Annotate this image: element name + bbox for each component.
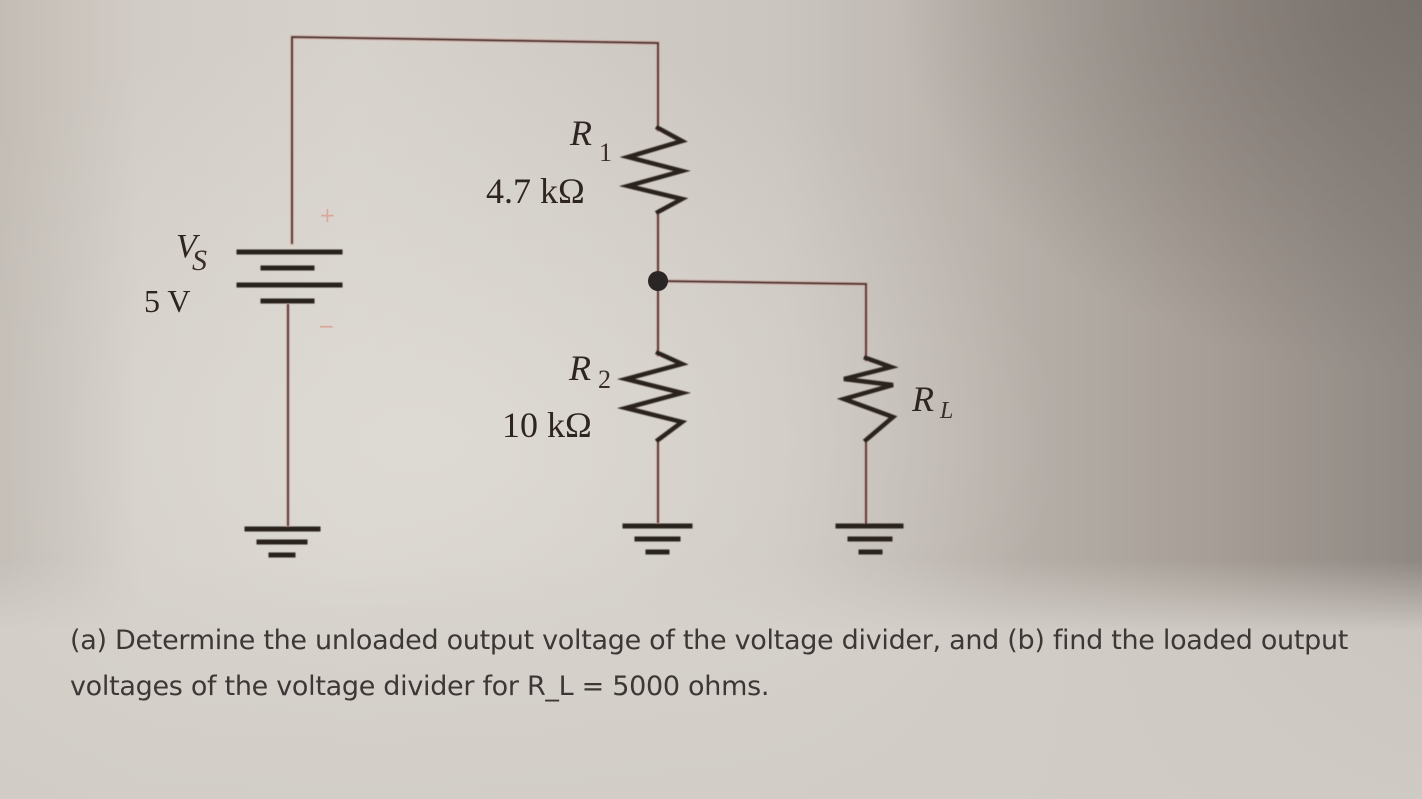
wire-top-loop <box>291 35 659 244</box>
ground-symbol-source <box>244 526 321 558</box>
source-plus-sign: + <box>319 203 336 227</box>
r1-value-label: 4.7 kΩ <box>486 171 585 211</box>
voltage-divider-schematic <box>236 34 904 558</box>
rl-subscript: L <box>940 398 954 424</box>
question-text: (a) Determine the unloaded output voltag… <box>70 625 1349 702</box>
wire-to-load <box>656 279 867 361</box>
rl-symbol-label: R <box>912 378 934 420</box>
r1-symbol-text: R <box>570 113 592 153</box>
rl-symbol-text: R <box>912 379 934 419</box>
source-symbol-label: V <box>176 228 197 266</box>
ground-symbol-r2 <box>622 523 693 555</box>
r2-symbol-text: R <box>569 348 591 388</box>
wires <box>287 35 867 526</box>
r1-subscript: 1 <box>599 138 612 167</box>
r2-value-label: 10 kΩ <box>502 405 592 445</box>
resistor-rl-icon <box>836 355 899 444</box>
r1-symbol-label: R <box>570 112 592 154</box>
resistor-r2-icon <box>617 350 691 444</box>
output-node-dot <box>648 271 668 291</box>
source-value-label: 5 V <box>144 283 191 319</box>
source-symbol-text: V <box>176 228 197 265</box>
source-minus-sign: − <box>318 314 335 338</box>
wire-glow <box>286 34 868 527</box>
r2-subscript: 2 <box>598 365 611 394</box>
resistor-r1-icon <box>619 124 691 216</box>
photo-shading-bottom <box>0 560 1422 799</box>
r2-symbol-label: R <box>569 347 591 389</box>
ground-symbol-rl <box>835 523 904 555</box>
battery-symbol <box>236 249 343 304</box>
source-subscript: S <box>192 244 207 277</box>
